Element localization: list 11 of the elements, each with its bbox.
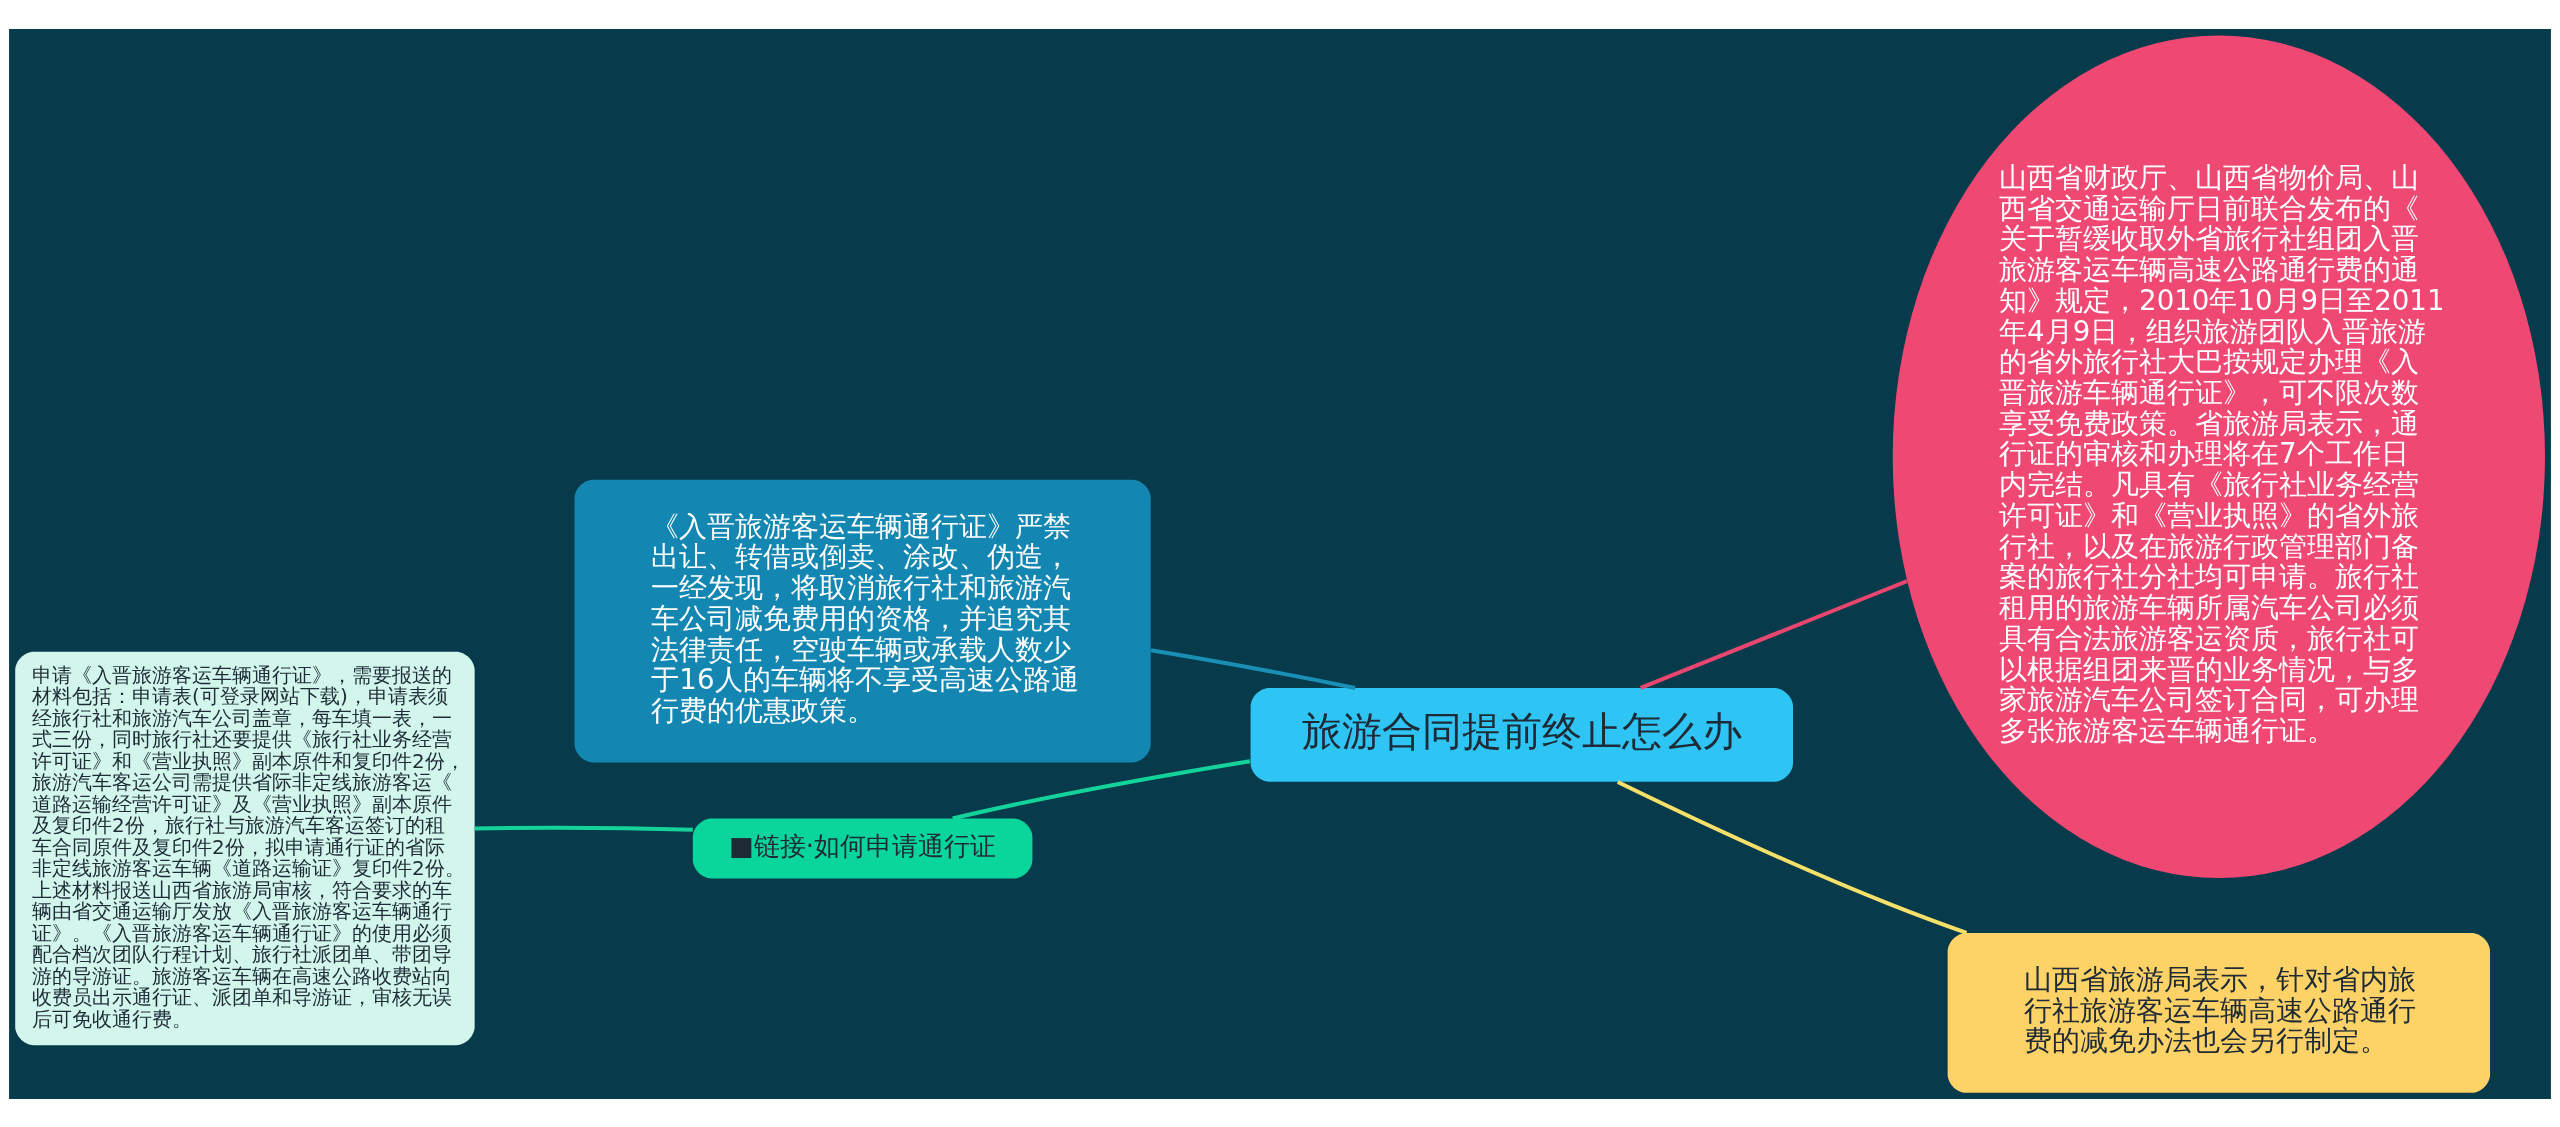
- node-box: ■链接·如何申请通行证: [692, 818, 1033, 878]
- node-ellipse: 山西省财政厅、山西省物价局、山西省交通运输厅日前联合发布的《关于暂缓收取外省旅行社组团入晋旅游客运车辆高速公路通行费的通知》规定，2010年10月9日至2011年4月9日，组织旅游团队入晋旅游的省外旅行社大巴按规定办理《入晋旅游车辆通行证》，可不限次数享受免费政策。省旅游局表示，通行证的审核和办理将在7个工作日内完结。凡具有《旅行社业务经营许可证》和《营业执照》的省外旅行社，以及在旅游行政管理部门备案的旅行社分社均可申请。旅行社租用的旅游车辆所属汽车公司必须具有合法旅游客运资质，旅行社可以根据组团来晋的业务情况，与多家旅游汽车公司签订合同，可办理多张旅游客运车辆通行证。: [1892, 34, 2545, 878]
- connector: [1616, 779, 1968, 935]
- node-box: 山西省旅游局表示，针对省内旅行社旅游客运车辆高速公路通行费的减免办法也会另行制定。: [1947, 932, 2491, 1093]
- connector: [474, 825, 693, 832]
- connector: [1150, 647, 1356, 690]
- node-box: 《入晋旅游客运车辆通行证》严禁出让、转借或倒卖、涂改、伪造，一经发现，将取消旅行社和旅游汽车公司减免费用的资格，并追究其法律责任，空驶车辆或承载人数少于16人的车辆将不享受高速公路通行费的优惠政策。: [574, 479, 1151, 762]
- connector: [952, 758, 1251, 820]
- node-box: 旅游合同提前终止怎么办: [1250, 687, 1793, 782]
- node-box: 申请《入晋旅游客运车辆通行证》，需要报送的材料包括：申请表(可登录网站下载)，申请表须经旅行社和旅游汽车公司盖章，每车填一表，一式三份，同时旅行社还要提供《旅行社业务经营许可证》和《营业执照》副本原件和复印件2份，旅游汽车客运公司需提供省际非定线旅游客运《道路运输经营许可证》及《营业执照》副本原件及复印件2份，旅行社与旅游汽车客运签订的租车合同原件及复印件2份，拟申请通行证的省际非定线旅游客运车辆《道路运输证》复印件2份。上述材料报送山西省旅游局审核，符合要求的车辆由省交通运输厅发放《入晋旅游客运车辆通行证》。《入晋旅游客运车辆通行证》的使用必须配合档次团队行程计划、旅行社派团单、带团导游的导游证。旅游客运车辆在高速公路收费站向收费员出示通行证、派团单和导游证，审核无误后可免收通行费。: [15, 651, 475, 1045]
- connector: [1639, 578, 1908, 690]
